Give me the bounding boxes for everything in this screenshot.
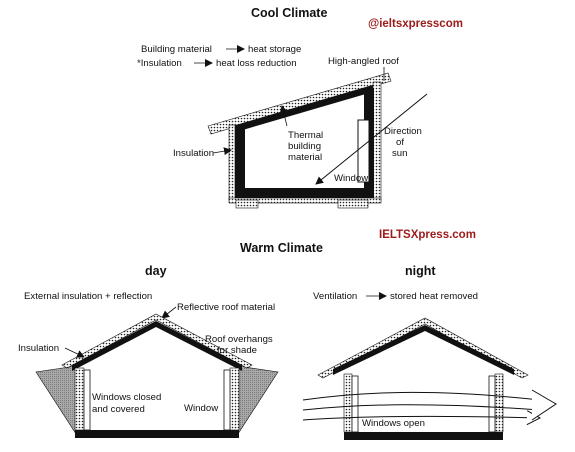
direction-label-line1: Direction [384,126,422,137]
reflective-roof-leader [161,306,177,319]
cool-window-label: Window [334,173,368,184]
watermark-top: @ieltsxpresscom [368,18,463,30]
legend-heat-storage: heat storage [248,44,301,55]
day-window-label: Window [184,403,218,414]
thermal-leader [279,105,288,127]
direction-label-line2: of [396,137,404,148]
warm-climate-title: Warm Climate [240,241,323,255]
cool-insulation-leader [212,147,232,156]
airflow-line-3 [302,410,542,426]
sun-ray-arrow [315,93,428,185]
warm-day-panel: day External insulation + reflection Ref… [18,264,279,439]
reflective-roof-label: Reflective roof material [177,302,275,313]
shade-left [35,365,79,439]
airflow-line-2 [302,404,541,411]
legend-insulation: *Insulation [137,58,182,69]
cool-house [207,72,392,209]
thermal-label-line2: building [288,141,321,152]
airflow-line-1 [302,391,541,401]
legend-heat-loss-reduction: heat loss reduction [216,58,297,69]
shade-right [235,365,279,439]
thermal-label-line3: material [288,152,322,163]
night-caption-stored-heat: stored heat removed [390,291,478,302]
day-insulation-leader [64,347,85,358]
watermark-middle: IELTSXpress.com [379,229,476,241]
cool-climate-panel: Cool Climate Building material heat stor… [137,6,428,209]
overhang-label-line2: for shade [217,345,257,356]
cool-climate-title: Cool Climate [251,6,327,20]
night-caption-ventilation: Ventilation [313,291,357,302]
high-angled-roof-label: High-angled roof [328,56,399,67]
day-heading: day [145,264,167,278]
airflow-arrowhead [531,389,557,421]
windows-closed-line1: Windows closed [92,392,161,403]
windows-closed-line2: and covered [92,404,145,415]
legend-building-material: Building material [141,44,212,55]
day-house [61,313,253,438]
cool-insulation-label: Insulation [173,148,214,159]
night-heading: night [405,264,436,278]
day-insulation-label: Insulation [18,343,59,354]
thermal-label-line1: Thermal [288,130,323,141]
overhang-label-line1: Roof overhangs [205,334,273,345]
direction-label-line3: sun [392,148,407,159]
warm-night-panel: night Ventilation stored heat removed Wi… [302,264,557,440]
day-caption: External insulation + reflection [24,291,152,302]
windows-open-label: Windows open [362,418,425,429]
night-house [317,317,529,440]
